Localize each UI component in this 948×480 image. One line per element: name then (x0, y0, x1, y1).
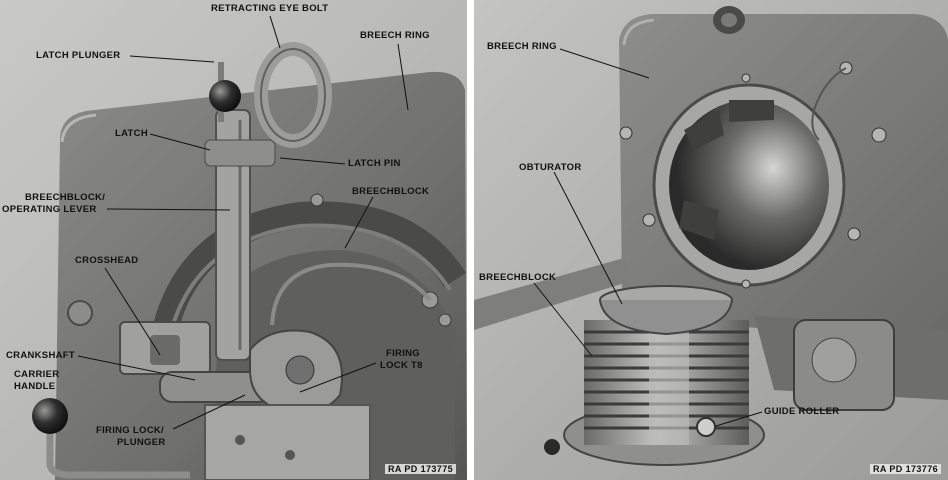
label-firing-lock-plunger-line1: FIRING LOCK/ (96, 425, 164, 436)
label-breechblock-operating-lever-line2: OPERATING LEVER (2, 204, 97, 215)
label-breechblock-left: BREECHBLOCK (352, 186, 430, 197)
left-leader-lines (77, 15, 409, 430)
left-photo-panel: RETRACTING EYE BOLT LATCH PLUNGER BREECH… (0, 0, 467, 480)
label-firing-lock-plunger-line2: PLUNGER (117, 437, 166, 448)
label-breechblock-right: BREECHBLOCK (479, 272, 557, 283)
label-carrier-handle-line1: CARRIER (14, 369, 60, 380)
reference-number-right: RA PD 173776 (870, 464, 942, 474)
right-photo-panel: BREECH RING OBTURATOR BREECHBLOCK GUIDE … (474, 0, 948, 480)
label-breech-ring-left: BREECH RING (360, 30, 430, 41)
label-latch-plunger: LATCH PLUNGER (36, 50, 121, 61)
label-firing-lock-line2: LOCK T8 (380, 360, 423, 371)
label-crankshaft: CRANKSHAFT (6, 350, 75, 361)
label-obturator: OBTURATOR (519, 162, 582, 173)
label-guide-roller: GUIDE ROLLER (764, 406, 840, 417)
left-photo-illustration (0, 0, 467, 480)
label-carrier-handle-line2: HANDLE (14, 381, 56, 392)
label-firing-lock-line1: FIRING (386, 348, 420, 359)
right-photo-illustration (474, 0, 948, 480)
label-latch-pin: LATCH PIN (348, 158, 401, 169)
right-leader-lines (533, 48, 763, 427)
label-breechblock-operating-lever-line1: BREECHBLOCK/ (25, 192, 106, 203)
label-breech-ring-right: BREECH RING (487, 41, 557, 52)
label-retracting-eye-bolt: RETRACTING EYE BOLT (211, 3, 329, 14)
label-latch: LATCH (115, 128, 148, 139)
reference-number-left: RA PD 173775 (385, 464, 457, 474)
label-crosshead: CROSSHEAD (75, 255, 139, 266)
